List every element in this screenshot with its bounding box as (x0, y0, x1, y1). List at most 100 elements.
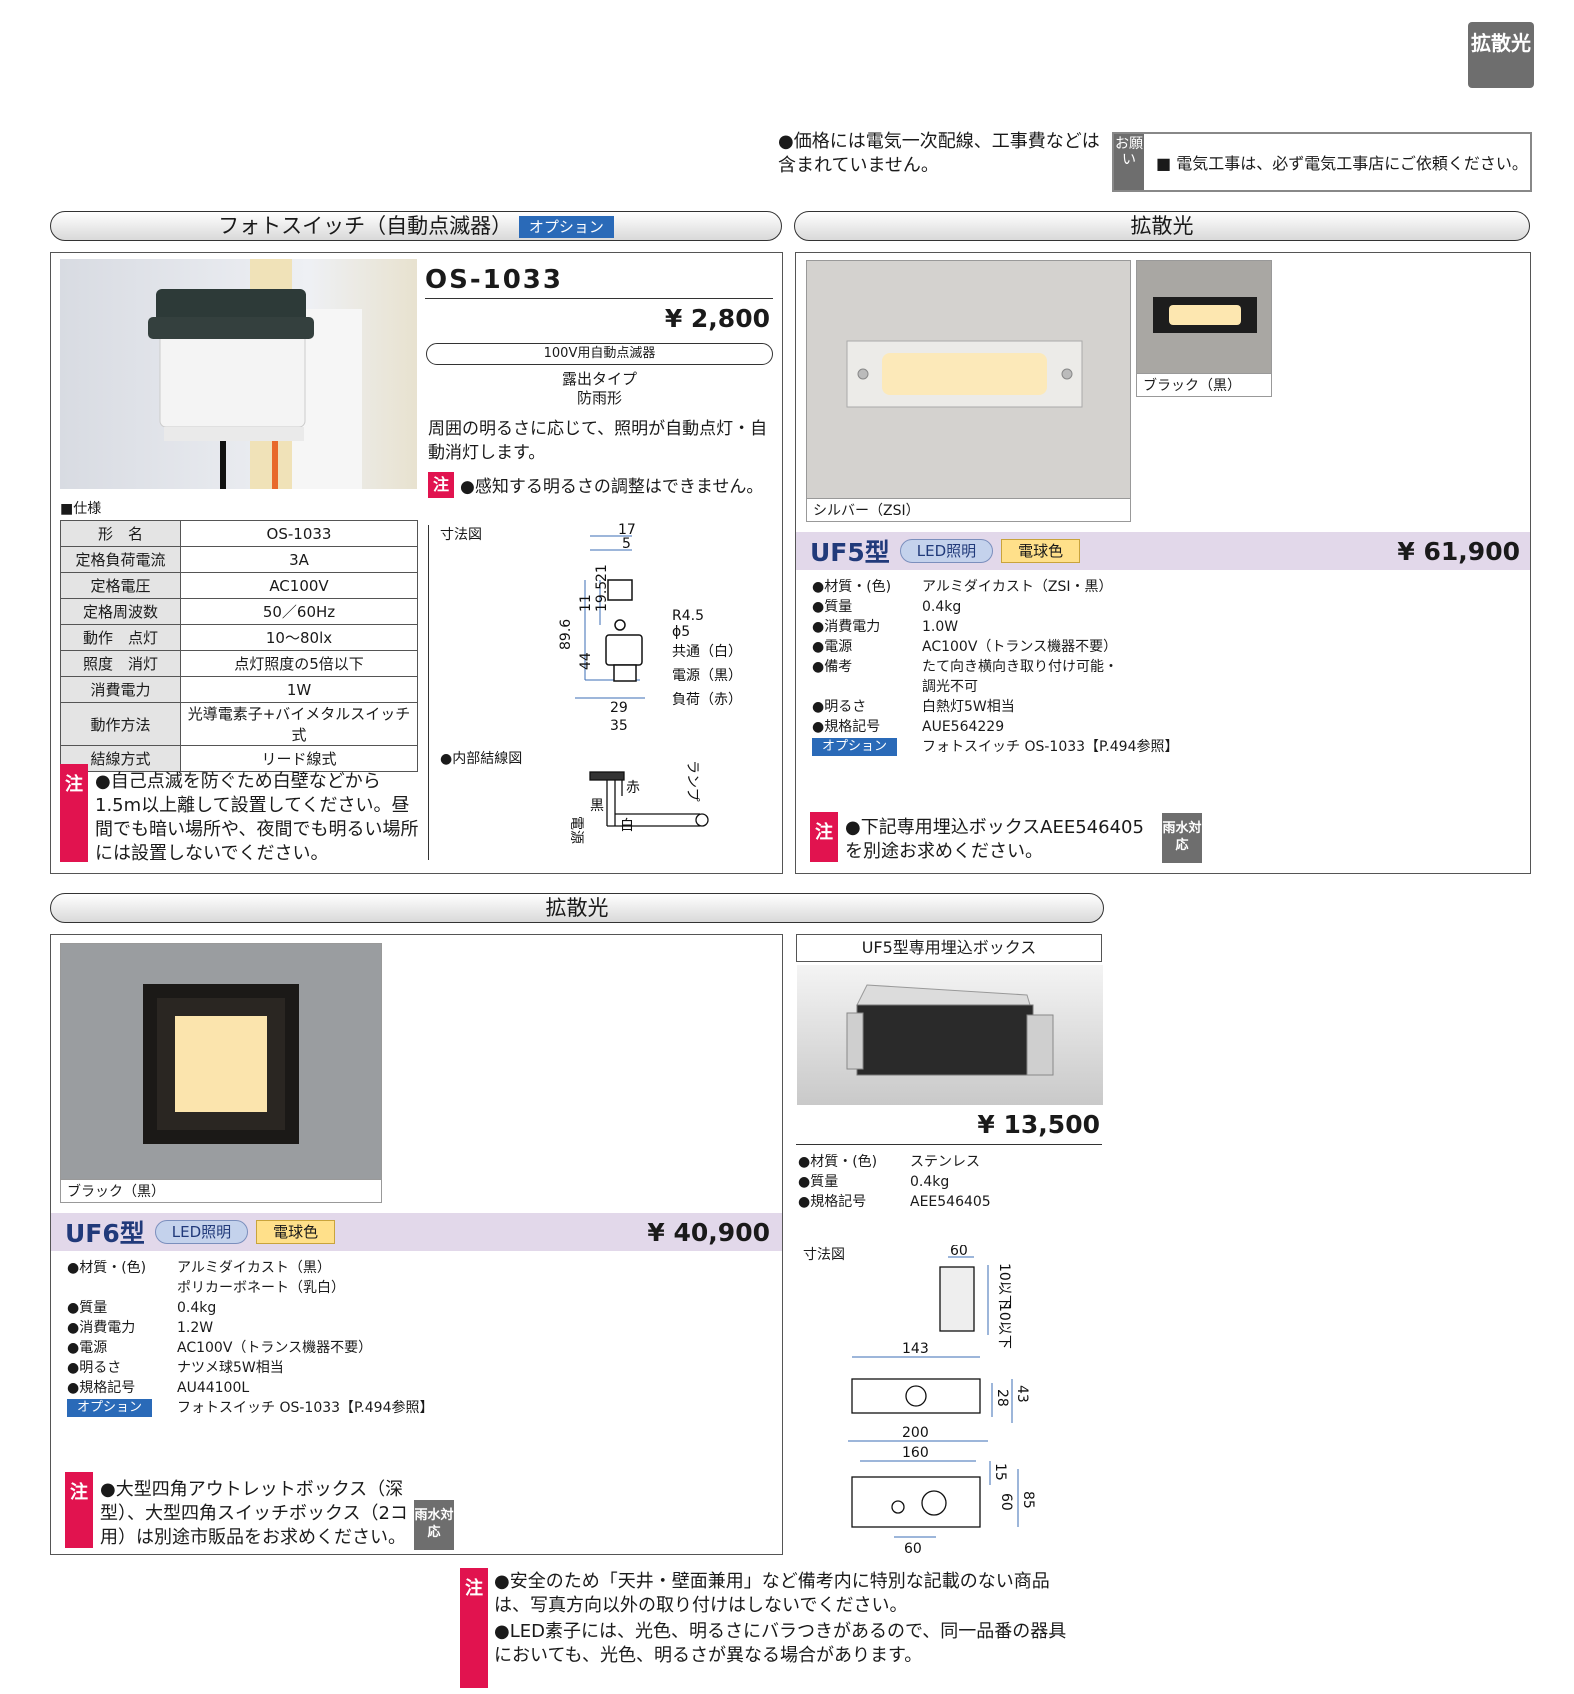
spec-value: OS-1033 (180, 520, 418, 547)
uf5-black-photo: ブラック（黒） (1136, 260, 1272, 397)
spec-key: 定格負荷電流 (60, 546, 181, 573)
property-row: 調光不可 (812, 677, 1272, 697)
spec-key: 消費電力 (60, 676, 181, 703)
property-row: オプション フォトスイッチ OS-1033【P.494参照】 (812, 737, 1272, 757)
wire-label: ランプ (684, 760, 700, 802)
spec-value: リード線式 (180, 745, 418, 772)
property-value: 0.4kg (910, 1174, 950, 1190)
property-value: AU44100L (177, 1380, 250, 1396)
property-value: アルミダイカスト（黒） (177, 1260, 331, 1276)
dim-label: 15 (992, 1463, 1008, 1481)
box-dimension-drawing: 60 10以下 10以下 143 28 43 200 160 15 60 85 … (848, 1245, 1036, 1557)
property-key: ●消費電力 (67, 1320, 136, 1336)
option-text: フォトスイッチ OS-1033【P.494参照】 (922, 739, 1179, 755)
property-key: ●電源 (67, 1340, 108, 1356)
property-row: ●備考たて向き横向き取り付け可能・ (812, 657, 1272, 677)
property-value: 0.4kg (922, 599, 962, 615)
photoswitch-section-header: フォトスイッチ（自動点滅器） オプション (50, 211, 782, 241)
box-dimension-title: 寸法図 (803, 1247, 845, 1263)
property-key (67, 1278, 177, 1298)
box-photo (797, 965, 1103, 1105)
property-row: ●材質・(色) アルミダイカスト（ZSI・黒） (812, 577, 1272, 597)
property-key: ●規格記号 (812, 719, 881, 735)
property-value: アルミダイカスト（ZSI・黒） (922, 579, 1113, 595)
type-rainproof: 防雨形 (576, 389, 622, 407)
box-title: UF5型専用埋込ボックス (796, 934, 1102, 962)
dim-label: 5 (622, 536, 631, 552)
property-row: ●質量 0.4kg (798, 1172, 1098, 1192)
photoswitch-model: OS-1033 (425, 265, 563, 295)
led-badge: LED照明 (899, 539, 994, 563)
property-value: AC100V（トランス機器不要） (922, 639, 1118, 655)
spec-value: 点灯照度の5倍以下 (180, 650, 418, 677)
dim-label: 44 (578, 652, 594, 670)
request-label: お願い (1114, 134, 1144, 190)
wire-label: 黒 (590, 798, 604, 814)
uf6-photo: ブラック（黒） (60, 943, 382, 1203)
note-label: 注 (810, 812, 838, 862)
dim-label: 85 (1020, 1491, 1036, 1509)
dim-label: 11 (578, 594, 594, 612)
uf5-note: ●下記専用埋込ボックスAEE546405を別途お求めください。 (845, 817, 1144, 862)
category-tab: 拡散光 (1468, 22, 1534, 88)
property-row: ●明るさナツメ球5W相当 (67, 1358, 527, 1378)
uf5-model-bar: UF5型 LED照明 電球色 (796, 532, 1530, 570)
note-label: 注 (460, 1568, 488, 1688)
spec-key: 定格周波数 (60, 598, 181, 625)
uf6-price: ¥ 40,900 (647, 1218, 770, 1247)
photoswitch-dimension-drawing: 17 5 R4.5 ϕ5 共通（白） 電源（黒） 負荷（赤） 29 35 89.… (558, 522, 742, 734)
box-price: ¥ 13,500 (977, 1110, 1100, 1139)
property-key: ●質量 (67, 1300, 108, 1316)
property-key: ●質量 (798, 1174, 839, 1190)
dim-label: 29 (610, 700, 628, 716)
type-exposed: 露出タイプ (561, 370, 637, 388)
photoswitch-image (148, 259, 362, 489)
divider (428, 525, 429, 860)
property-value: 0.4kg (177, 1300, 217, 1316)
spec-key: 動作 点灯 (60, 624, 181, 651)
dim-label: 28 (994, 1389, 1010, 1407)
property-value: 1.0W (922, 619, 959, 635)
uf6-image (143, 984, 299, 1144)
property-key: ●材質・(色) (812, 579, 892, 595)
property-key (812, 677, 922, 697)
note-label: 注 (60, 764, 88, 862)
dim-label: ϕ5 (672, 624, 690, 640)
uf6-caption: ブラック（黒） (61, 1179, 381, 1202)
property-key: ●規格記号 (798, 1194, 867, 1210)
uf6-section-header: 拡散光 (50, 893, 1104, 923)
property-key: ●明るさ (67, 1360, 122, 1376)
rainproof-badge: 雨水対応 (414, 1500, 454, 1550)
dim-label: 43 (1014, 1385, 1030, 1403)
photoswitch-note: ●感知する明るさの調整はできません。 (460, 477, 764, 497)
spec-row: 結線方式リード線式 (60, 745, 418, 772)
dim-label: 60 (904, 1541, 922, 1557)
wire-label: 白 (620, 818, 634, 834)
divider (796, 1144, 1102, 1145)
uf5-section-header: 拡散光 (794, 211, 1530, 241)
dim-label: 143 (902, 1341, 929, 1357)
option-badge: オプション (812, 738, 898, 756)
property-value: 白熱灯5W相当 (922, 699, 1015, 715)
dim-label: 17 (618, 522, 636, 538)
dim-label: 共通（白） (672, 644, 742, 660)
led-variance-note: ●LED素子には、光色、明るさにバラつきがあるので、同一品番の器具においても、光… (494, 1621, 1067, 1666)
photoswitch-photo (60, 259, 417, 489)
uf5-model: UF5型 (810, 538, 890, 567)
property-row: ●材質・(色)アルミダイカスト（黒） (67, 1258, 527, 1278)
dim-label: 負荷（赤） (672, 692, 742, 708)
spec-row: 動作方法光導電素子+バイメタルスイッチ式 (60, 702, 418, 746)
dim-label: 21 (594, 564, 610, 582)
dim-label: 60 (998, 1493, 1014, 1511)
